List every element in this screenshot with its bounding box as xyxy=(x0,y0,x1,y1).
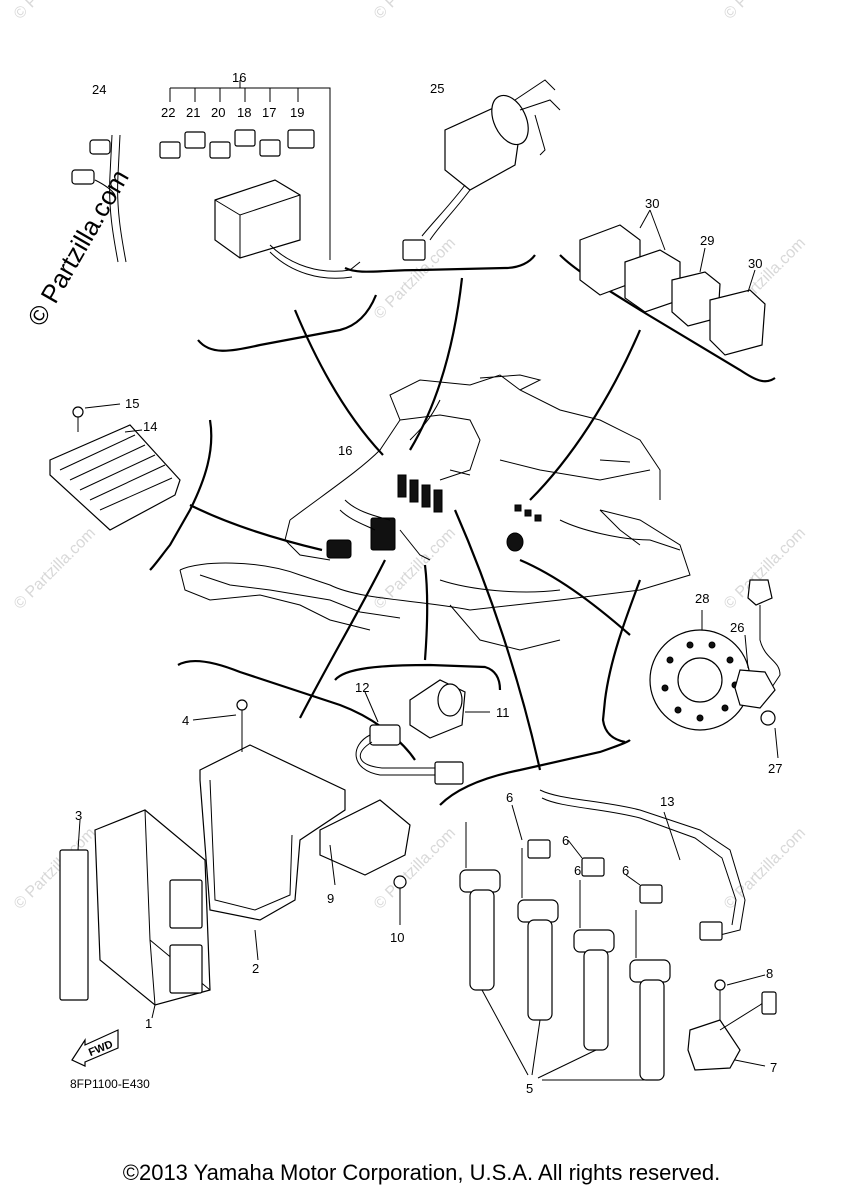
callout-22: 22 xyxy=(161,105,175,120)
callout-24: 24 xyxy=(92,82,106,97)
callout-7: 7 xyxy=(770,1060,777,1075)
callout-6d: 6 xyxy=(622,863,629,878)
part-25-main-switch xyxy=(402,79,561,261)
part-11-12-sensors xyxy=(355,679,490,785)
part-24-wire-strap xyxy=(71,134,127,263)
part-29-30-relays xyxy=(579,209,766,356)
callout-12: 12 xyxy=(355,680,369,695)
callout-30a: 30 xyxy=(645,196,659,211)
copyright-notice: ©2013 Yamaha Motor Corporation, U.S.A. A… xyxy=(122,1160,721,1185)
callout-29: 29 xyxy=(700,233,714,248)
callout-20: 20 xyxy=(211,105,225,120)
snowmobile-outline xyxy=(179,374,691,651)
callout-18: 18 xyxy=(237,105,251,120)
callout-25: 25 xyxy=(430,81,444,96)
watermark: © Partzilla.com xyxy=(11,525,99,613)
callout-16-body: 16 xyxy=(338,443,352,458)
part-7-8-sensor xyxy=(687,974,777,1071)
callout-21: 21 xyxy=(186,105,200,120)
callout-30b: 30 xyxy=(748,256,762,271)
callout-1: 1 xyxy=(145,1016,152,1031)
part-5-ignition-coils xyxy=(459,789,746,1081)
diagram-code: 8FP1100-E430 xyxy=(70,1077,150,1091)
callout-9: 9 xyxy=(327,891,334,906)
watermark: © Partzilla.com xyxy=(721,825,809,913)
callout-6a: 6 xyxy=(506,790,513,805)
callout-13: 13 xyxy=(660,794,674,809)
leader-lines xyxy=(149,254,776,806)
callout-14: 14 xyxy=(143,419,157,434)
callout-28: 28 xyxy=(695,591,709,606)
callout-10: 10 xyxy=(390,930,404,945)
fwd-arrow: FWD xyxy=(71,1029,119,1067)
callout-17: 17 xyxy=(262,105,276,120)
callout-19: 19 xyxy=(290,105,304,120)
watermark: © Partzilla.com xyxy=(721,0,809,23)
callout-11: 11 xyxy=(496,705,510,720)
callout-2: 2 xyxy=(252,961,259,976)
body-components xyxy=(326,399,631,561)
callout-8: 8 xyxy=(766,966,773,981)
watermark: © Partzilla.com xyxy=(371,0,459,23)
callout-16-top: 16 xyxy=(232,70,246,85)
callout-5: 5 xyxy=(526,1081,533,1096)
callout-27: 27 xyxy=(768,761,782,776)
part-26-28-sensor xyxy=(649,579,781,759)
callout-numbers: 1 2 3 4 5 6 6 6 6 7 8 9 10 11 12 13 14 1… xyxy=(75,70,782,1096)
part-14-rectifier xyxy=(49,403,181,531)
callout-6b: 6 xyxy=(562,833,569,848)
callout-3: 3 xyxy=(75,808,82,823)
part-1-ecu xyxy=(59,699,411,1019)
callout-6c: 6 xyxy=(574,863,581,878)
callout-26: 26 xyxy=(730,620,744,635)
callout-4: 4 xyxy=(182,713,189,728)
callout-15: 15 xyxy=(125,396,139,411)
part-16-fuse-box xyxy=(159,80,361,279)
watermark: © Partzilla.com xyxy=(11,0,99,23)
